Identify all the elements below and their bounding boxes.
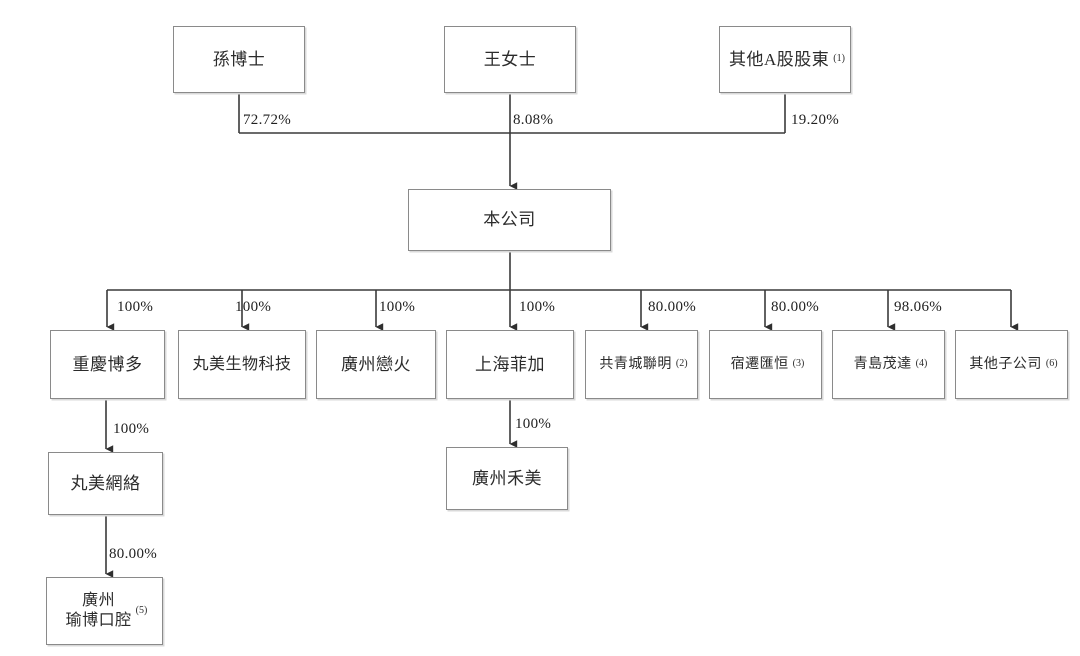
- edge-label-pct-yubo: 80.00%: [109, 546, 158, 562]
- node-chongqing-boduo[interactable]: 重慶博多: [50, 330, 165, 399]
- node-footnote: (1): [833, 53, 845, 65]
- node-guangzhou-lianhuo[interactable]: 廣州戀火: [316, 330, 436, 399]
- node-guangzhou-yubo[interactable]: 廣州 瑜博口腔(5): [46, 577, 163, 645]
- edge-label-pct-huiheng: 80.00%: [771, 299, 820, 315]
- node-footnote: (6): [1045, 358, 1058, 370]
- node-marubi-bio[interactable]: 丸美生物科技: [178, 330, 306, 399]
- node-shanghai-feijia[interactable]: 上海菲加: [446, 330, 574, 399]
- edge-label-pct-lianhuo: 100%: [379, 299, 416, 315]
- node-company[interactable]: 本公司: [408, 189, 611, 251]
- edge-label-pct-marubi-bio: 100%: [235, 299, 272, 315]
- node-label: 青島茂達: [853, 356, 912, 372]
- node-label: 上海菲加: [475, 354, 545, 374]
- edge-label-pct-hemei: 100%: [515, 416, 552, 432]
- node-label: 廣州禾美: [472, 468, 542, 488]
- node-shareholder-wang[interactable]: 王女士: [444, 26, 576, 93]
- edge-label-pct-chongqing: 100%: [117, 299, 154, 315]
- node-shareholder-sun[interactable]: 孫博士: [173, 26, 305, 93]
- node-label: 廣州戀火: [341, 354, 411, 374]
- node-footnote: (4): [915, 358, 928, 370]
- edge-label-pct-other-a: 19.20%: [791, 112, 840, 128]
- node-guangzhou-hemei[interactable]: 廣州禾美: [446, 447, 568, 510]
- node-gongqingcheng-lianming[interactable]: 共青城聯明(2): [585, 330, 698, 399]
- node-footnote: (5): [135, 604, 148, 616]
- node-label: 本公司: [483, 210, 536, 230]
- node-footnote: (3): [792, 358, 805, 370]
- node-shareholder-other-a[interactable]: 其他A股股東(1): [719, 26, 851, 93]
- edge-label-pct-sun: 72.72%: [243, 112, 292, 128]
- node-label: 宿遷匯恒: [730, 356, 789, 372]
- edge-label-pct-maoda: 98.06%: [894, 299, 943, 315]
- node-footnote: (2): [675, 358, 688, 370]
- node-label: 王女士: [483, 49, 537, 69]
- node-suqian-huiheng[interactable]: 宿遷匯恒(3): [709, 330, 822, 399]
- node-label: 丸美網絡: [70, 473, 141, 493]
- node-label: 重慶博多: [72, 354, 143, 374]
- node-label: 其他A股股東: [729, 49, 830, 69]
- edge-label-pct-lianming: 80.00%: [648, 299, 697, 315]
- node-marubi-network[interactable]: 丸美網絡: [48, 452, 163, 515]
- node-label: 丸美生物科技: [192, 355, 292, 373]
- node-qingdao-maoda[interactable]: 青島茂達(4): [832, 330, 945, 399]
- node-label: 共青城聯明: [599, 356, 672, 372]
- node-label: 其他子公司: [969, 356, 1042, 372]
- node-other-subsidiaries[interactable]: 其他子公司(6): [955, 330, 1068, 399]
- edge-label-pct-feijia: 100%: [519, 299, 556, 315]
- edge-label-pct-marubi-network: 100%: [113, 421, 150, 437]
- node-label: 廣州 瑜博口腔: [65, 592, 132, 629]
- edge-label-pct-wang: 8.08%: [513, 112, 554, 128]
- node-label: 孫博士: [212, 49, 266, 69]
